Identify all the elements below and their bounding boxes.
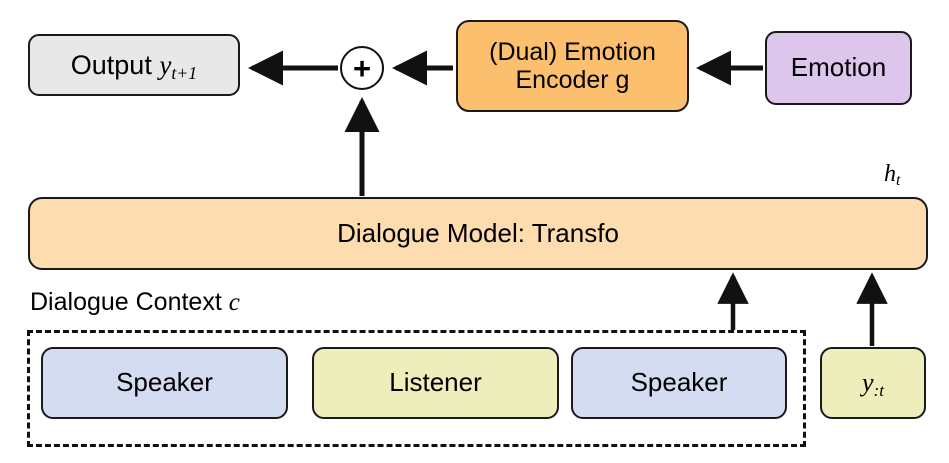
node-dialogue-model-label: Dialogue Model: Transfo — [337, 217, 619, 248]
node-output[interactable]: Output yt+1 — [28, 34, 240, 96]
dialogue-context-text: Dialogue Context — [30, 288, 222, 316]
node-addition-operator[interactable]: + — [340, 46, 384, 90]
node-listener[interactable]: Listener — [312, 347, 559, 419]
node-y-history-symbol: y — [861, 368, 874, 398]
node-output-subscript: t+1 — [171, 62, 198, 83]
node-speaker-2-label: Speaker — [630, 367, 728, 398]
label-hidden-state: ht — [884, 160, 901, 190]
node-speaker-1-label: Speaker — [116, 367, 213, 398]
node-emotion[interactable]: Emotion — [765, 31, 912, 105]
node-emotion-encoder-line1: (Dual) Emotion — [489, 38, 656, 66]
hidden-state-subscript: t — [896, 172, 901, 190]
plus-icon: + — [352, 50, 372, 86]
node-y-history-subscript: :t — [873, 380, 885, 400]
node-output-label: Output yt+1 — [70, 49, 198, 83]
hidden-state-symbol: h — [884, 161, 896, 187]
dialogue-context-symbol: c — [228, 289, 240, 316]
dialogue-context-group-box — [27, 330, 806, 447]
node-listener-label: Listener — [389, 367, 482, 398]
node-emotion-encoder-line2: Encoder g — [515, 66, 630, 94]
node-output-symbol: y — [159, 49, 172, 80]
node-y-history[interactable]: y:t — [820, 347, 926, 419]
node-speaker-2[interactable]: Speaker — [571, 347, 787, 419]
node-speaker-1[interactable]: Speaker — [41, 347, 288, 419]
node-y-history-label: y:t — [861, 368, 885, 400]
label-dialogue-context: Dialogue Context c — [30, 288, 240, 317]
node-dialogue-model[interactable]: Dialogue Model: Transfo — [28, 197, 928, 270]
node-emotion-label: Emotion — [790, 52, 887, 83]
